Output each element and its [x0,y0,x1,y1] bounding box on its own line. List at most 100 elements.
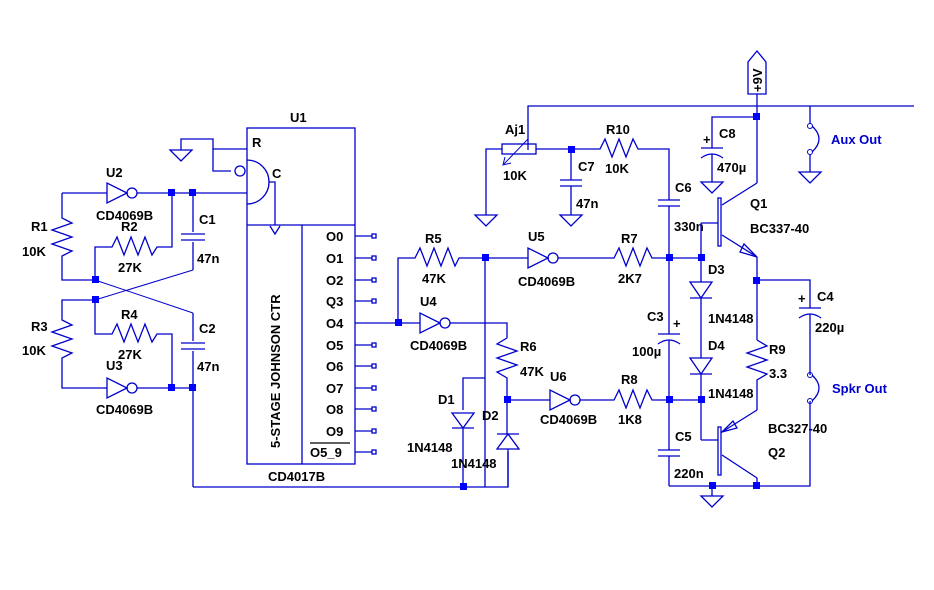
junction [568,146,575,153]
wire [462,377,485,410]
junction [753,277,760,284]
junction [189,384,196,391]
c8-plus: + [703,132,711,147]
r5-value: 47K [422,271,446,286]
r1-ref: R1 [31,219,48,234]
diode-d3[interactable] [688,223,714,358]
inverter-u6[interactable] [507,388,610,412]
u4-part: CD4069B [410,338,467,353]
c3-ref: C3 [647,309,664,324]
junction [698,254,705,261]
c7-ref: C7 [578,159,595,174]
resistor-r10[interactable] [571,137,670,200]
junction [460,483,467,490]
c3-plus: + [673,316,681,331]
r4-value: 27K [118,347,142,362]
q1-part: BC337-40 [750,221,809,236]
u3-ref: U3 [106,358,123,373]
junction [168,384,175,391]
d2-ref: D2 [482,408,499,423]
r8-ref: R8 [621,372,638,387]
resistor-r3[interactable] [50,299,107,389]
u1-ref: U1 [290,110,307,125]
ground-icon [699,181,725,194]
capacitor-c3[interactable] [657,258,681,400]
transistor-q2[interactable] [701,409,758,486]
inverter-u5[interactable] [485,246,610,270]
junction [709,482,716,489]
r5-ref: R5 [425,231,442,246]
resistor-r5[interactable] [397,246,485,323]
inverter-u3[interactable] [106,376,193,400]
oscillator-section: U2 CD4069B R1 10K R2 27K C1 47n R3 [22,165,248,487]
u1-pin-o9: O9 [326,424,343,439]
u1-body-label: 5-STAGE JOHNSON CTR [268,294,283,448]
r4-ref: R4 [121,307,138,322]
u1-part: CD4017B [268,469,325,484]
resistor-r9[interactable] [745,339,769,410]
capacitor-c2[interactable] [181,313,205,487]
inverter-u4[interactable] [398,311,508,338]
diode-d4[interactable] [688,357,714,440]
junction [92,296,99,303]
diode-d1[interactable] [450,412,476,487]
junction [698,396,705,403]
c3-value: 100µ [632,344,661,359]
resistor-r8[interactable] [610,388,670,410]
junction [189,189,196,196]
junction [92,276,99,283]
aj1-ref: Aj1 [505,122,525,137]
c1-ref: C1 [199,212,216,227]
junction [482,254,489,261]
capacitor-c4[interactable] [757,279,822,375]
resistor-r7[interactable] [610,246,670,268]
aj1-value: 10K [503,168,527,183]
u4-ref: U4 [420,294,437,309]
potentiometer-aj1[interactable] [473,138,571,227]
ground-icon [797,171,823,184]
transistor-q1[interactable] [701,116,758,340]
d1-ref: D1 [438,392,455,407]
u6-part: CD4069B [540,412,597,427]
diode-d2[interactable] [495,400,521,487]
u1-pin-o1: O1 [326,251,343,266]
ground-icon [699,495,725,508]
supply-label: +9V [750,68,765,92]
junction [504,396,511,403]
cross-wire-a [94,279,194,314]
resistor-r2[interactable] [94,193,173,280]
u6-ref: U6 [550,369,567,384]
aux-out-label: Aux Out [831,132,882,147]
c2-value: 47n [197,359,219,374]
resistor-r4[interactable] [94,300,173,388]
cross-wire-b [94,269,194,301]
speaker-output-port[interactable] [807,372,820,404]
u1-clock-pin: C [272,166,282,181]
capacitor-c8[interactable] [699,116,757,194]
r6-value: 47K [520,364,544,379]
r7-ref: R7 [621,231,638,246]
aux-output-port[interactable] [797,106,823,184]
q2-ref: Q2 [768,445,785,460]
u1-pin-o5-9: O5_9 [310,445,342,460]
r3-ref: R3 [31,319,48,334]
u1-pin-q3: Q3 [326,294,343,309]
r2-value: 27K [118,260,142,275]
u1-pin-o8: O8 [326,402,343,417]
capacitor-c7[interactable] [558,149,584,227]
junction [753,113,760,120]
u2-ref: U2 [106,165,123,180]
c5-value: 220n [674,466,704,481]
junction [666,254,673,261]
c7-value: 47n [576,196,598,211]
capacitor-c5[interactable] [658,400,680,486]
inverter-u2[interactable] [62,181,248,205]
capacitor-c6[interactable] [658,199,680,258]
r6-ref: R6 [520,339,537,354]
resistor-r6[interactable] [495,337,519,400]
capacitor-c1[interactable] [181,193,205,270]
counter-u1[interactable] [168,127,398,465]
resistor-r1[interactable] [50,193,95,281]
q2-part: BC327-40 [768,421,827,436]
